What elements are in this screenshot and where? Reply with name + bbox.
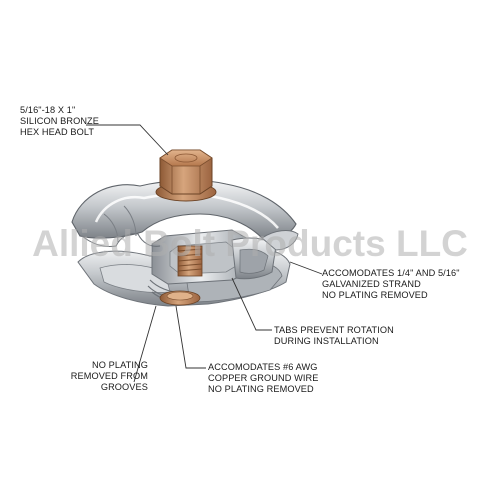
- callout-wire-line-2: COPPER GROUND WIRE: [208, 373, 319, 383]
- callout-strand-line-1: ACCOMODATES 1/4" AND 5/16": [322, 268, 460, 278]
- callout-bolt-line-2: SILICON BRONZE: [20, 116, 99, 126]
- callout-tabs: TABS PREVENT ROTATION DURING INSTALLATIO…: [274, 325, 394, 347]
- callout-strand: ACCOMODATES 1/4" AND 5/16" GALVANIZED ST…: [322, 268, 460, 301]
- callout-bolt-line-3: HEX HEAD BOLT: [20, 127, 95, 137]
- leader-strand: [289, 261, 323, 275]
- leader-tabs: [231, 277, 272, 331]
- callout-wire: ACCOMODATES #6 AWG COPPER GROUND WIRE NO…: [208, 362, 319, 395]
- callout-tabs-line-1: TABS PREVENT ROTATION: [274, 325, 394, 335]
- callout-grooves-line-3: GROOVES: [100, 382, 148, 392]
- leader-bolt: [86, 124, 169, 156]
- wire-saddle: [159, 290, 201, 306]
- leader-grooves: [133, 305, 157, 383]
- callout-grooves-line-1: NO PLATING: [92, 360, 148, 370]
- callout-bolt-line-1: 5/16"-18 X 1": [20, 105, 76, 115]
- callout-bolt: 5/16"-18 X 1" SILICON BRONZE HEX HEAD BO…: [20, 105, 99, 138]
- callout-grooves-line-2: REMOVED FROM: [70, 371, 148, 381]
- hex-head-bolt: [155, 149, 217, 202]
- callout-strand-line-3: NO PLATING REMOVED: [322, 290, 428, 300]
- callout-grooves: NO PLATING REMOVED FROM GROOVES: [60, 360, 148, 393]
- leader-lines: [86, 124, 323, 383]
- callout-wire-line-1: ACCOMODATES #6 AWG: [208, 362, 318, 372]
- anti-rotation-tabs: [231, 237, 277, 280]
- leader-wire: [175, 305, 206, 369]
- callout-wire-line-3: NO PLATING REMOVED: [208, 384, 314, 394]
- center-block: [151, 229, 251, 285]
- clamp-upper-arm: [71, 179, 299, 251]
- callout-tabs-line-2: DURING INSTALLATION: [274, 336, 379, 346]
- callout-strand-line-2: GALVANIZED STRAND: [322, 279, 421, 289]
